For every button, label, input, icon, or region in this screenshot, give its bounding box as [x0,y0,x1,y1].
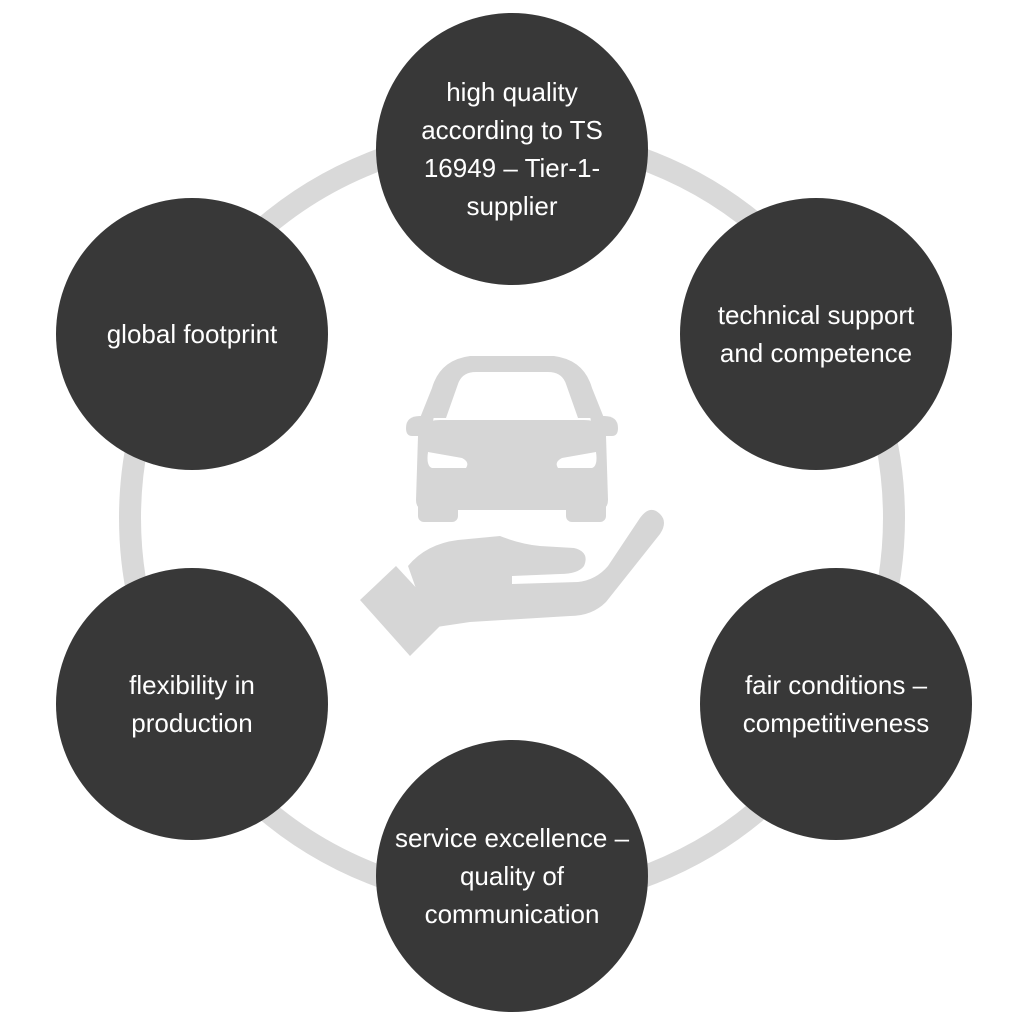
node-global-footprint-label: global footprint [106,319,278,349]
node-flexibility-label: flexibility in production [129,670,255,738]
node-service-excellence-label: service excellence – quality of communic… [394,823,630,929]
node-flexibility: flexibility in production [56,568,328,840]
node-global-footprint: global footprint [56,198,328,470]
node-high-quality-label: high quality according to TS 16949 – Tie… [421,77,603,221]
node-service-excellence: service excellence – quality of communic… [376,740,648,1012]
node-fair-conditions-label: fair conditions – competitiveness [742,670,930,738]
node-technical-support-label: technical support and competence [717,300,915,368]
node-high-quality: high quality according to TS 16949 – Tie… [376,13,648,285]
node-technical-support: technical support and competence [680,198,952,470]
node-fair-conditions: fair conditions – competitiveness [700,568,972,840]
car-in-hand-icon [360,356,664,659]
